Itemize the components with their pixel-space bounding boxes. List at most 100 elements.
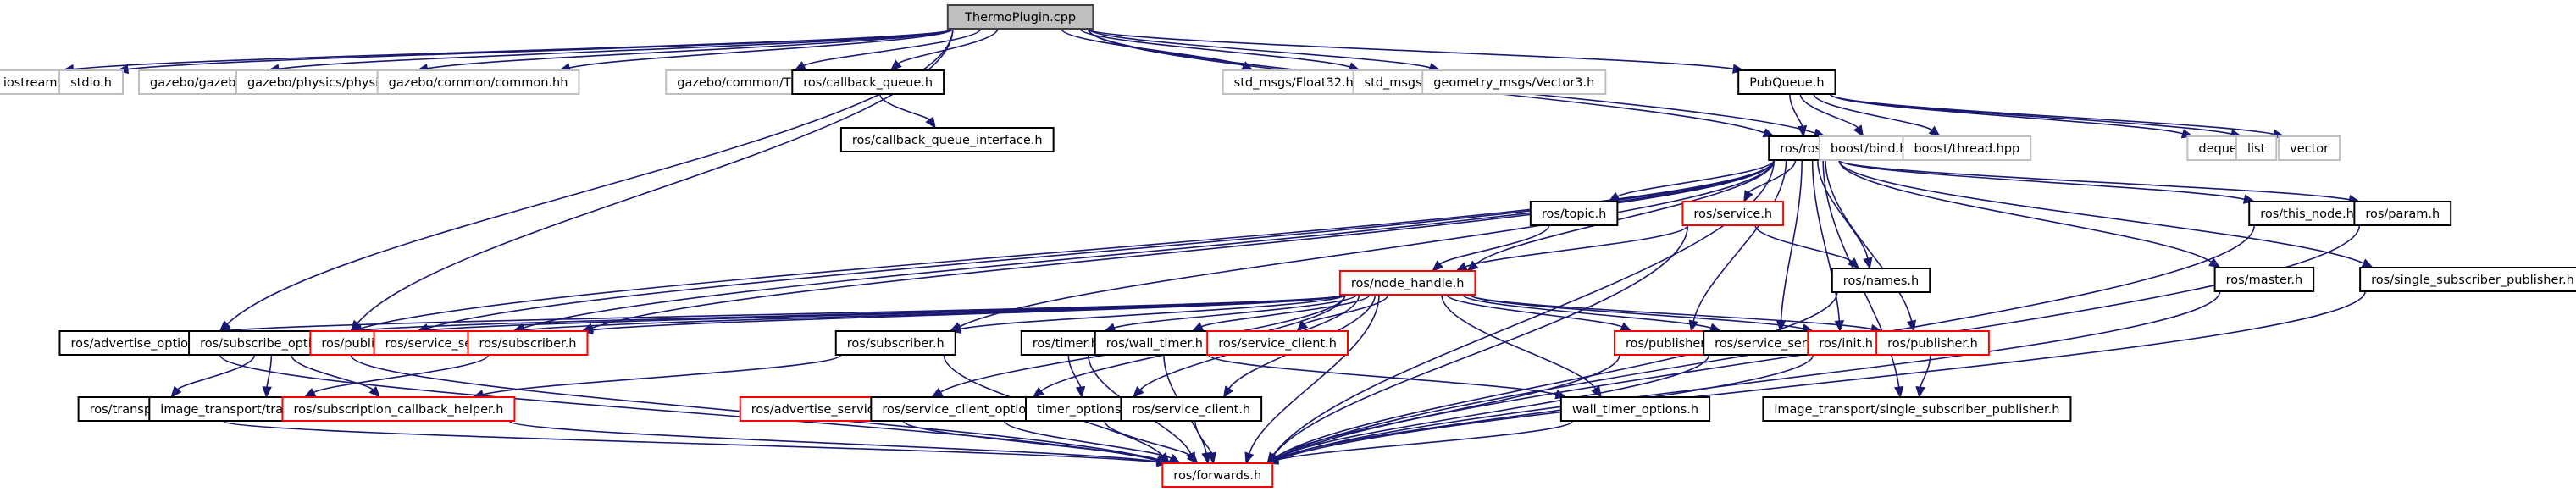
- edge-root-to-stdio: [127, 28, 954, 70]
- arrowhead-icon: [1863, 257, 1873, 270]
- edge-subopts-to-transhints: [177, 354, 256, 390]
- edge-rosh-to-sub2: [959, 159, 1776, 328]
- graph-node-master[interactable]: ros/master.h: [2213, 267, 2315, 292]
- edge-rosh-to-srvserver1: [523, 159, 1776, 329]
- graph-node-sub2[interactable]: ros/subscriber.h: [834, 330, 956, 356]
- graph-node-init[interactable]: ros/init.h: [1807, 330, 1886, 356]
- edge-rosh-to-thisnode: [1838, 159, 2245, 201]
- edge-root-to-pubqueue: [1087, 28, 1734, 70]
- graph-node-srvclient1[interactable]: ros/service_client.h: [1206, 330, 1349, 356]
- node-label: ros/this_node.h: [2260, 207, 2354, 221]
- node-label: ros/timer.h: [1033, 337, 1099, 351]
- arrowhead-icon: [1906, 319, 1917, 333]
- arrowhead-icon: [889, 59, 902, 71]
- arrowhead-icon: [1893, 385, 1904, 399]
- edge-advopts-to-forwards: [219, 354, 1158, 462]
- edge-subcb-to-forwards: [508, 420, 1158, 463]
- graph-node-thread: boost/thread.hpp: [1902, 135, 2032, 161]
- edge-root-to-gazebo: [278, 28, 954, 70]
- node-box: [2235, 135, 2278, 161]
- graph-node-pub3[interactable]: ros/publisher.h: [1875, 330, 1990, 356]
- node-label: ros/callback_queue_interface.h: [852, 134, 1043, 147]
- node-box: [467, 330, 589, 356]
- graph-node-walltimeropts[interactable]: wall_timer_options.h: [1559, 396, 1711, 422]
- node-box: [1807, 330, 1886, 356]
- arrowhead-icon: [262, 386, 272, 399]
- graph-node-topic[interactable]: ros/topic.h: [1529, 201, 1619, 226]
- graph-node-root[interactable]: ThermoPlugin.cpp: [946, 4, 1094, 30]
- arrowhead-icon: [1191, 322, 1205, 332]
- graph-node-itssp[interactable]: image_transport/single_subscriber_publis…: [1762, 396, 2072, 422]
- graph-node-stdio: stdio.h: [58, 69, 124, 95]
- edge-rosh-to-ssp: [1838, 159, 2364, 264]
- graph-node-pubqueue[interactable]: PubQueue.h: [1737, 69, 1836, 95]
- edge-sub2-to-subcb: [482, 354, 842, 395]
- graph-node-nodehandle[interactable]: ros/node_handle.h: [1338, 270, 1476, 296]
- graph-node-float32: std_msgs/Float32.h: [1222, 69, 1366, 95]
- node-box: [2278, 135, 2341, 161]
- node-box: [1421, 69, 1607, 95]
- edge-pub3-to-itssp: [1920, 354, 1931, 388]
- edge-init-to-forwards: [1276, 354, 1814, 460]
- node-box: [1529, 201, 1619, 226]
- graph-node-subcb[interactable]: ros/subscription_callback_helper.h: [281, 396, 516, 422]
- edge-root-to-vector3: [1087, 28, 1431, 69]
- graph-node-cbqi[interactable]: ros/callback_queue_interface.h: [839, 127, 1055, 152]
- edge-rosh-to-sub1: [591, 159, 1776, 329]
- edge-nodehandle-to-forwards: [1249, 294, 1380, 454]
- graph-node-ssp[interactable]: ros/single_subscriber_publisher.h: [2359, 267, 2576, 292]
- node-label: vector: [2290, 142, 2329, 156]
- edge-pub2-to-forwards: [1275, 354, 1620, 458]
- edge-timer-to-timeropts: [1067, 354, 1082, 388]
- arrowhead-icon: [1619, 322, 1632, 332]
- node-box: [791, 69, 945, 95]
- node-box: [2213, 267, 2315, 292]
- edge-sub1-to-ithints: [313, 354, 490, 394]
- graph-node-walltimer[interactable]: ros/wall_timer.h: [1094, 330, 1215, 356]
- edge-service-to-names: [1754, 224, 1853, 263]
- graph-node-forwards[interactable]: ros/forwards.h: [1161, 462, 1274, 488]
- node-box: [281, 396, 516, 422]
- node-box: [1206, 330, 1349, 356]
- arrowhead-icon: [1296, 320, 1309, 332]
- node-box: [1902, 135, 2032, 161]
- node-box: [1161, 462, 1274, 488]
- node-label: gazebo/physics/physics.hh: [247, 76, 412, 90]
- graph-node-common: gazebo/common/common.hh: [376, 69, 580, 95]
- edge-transhints-to-forwards: [222, 420, 1158, 463]
- graph-node-thisnode[interactable]: ros/this_node.h: [2248, 201, 2366, 226]
- edge-pubqueue-to-vector: [1829, 93, 2274, 135]
- edge-rosh-to-master: [1838, 159, 2213, 263]
- graph-node-iostream: iostream: [0, 69, 69, 95]
- node-label: boost/bind.hpp: [1831, 142, 1923, 156]
- edge-pubqueue-to-list: [1829, 93, 2232, 135]
- node-label: PubQueue.h: [1749, 76, 1824, 90]
- graph-node-service[interactable]: ros/service.h: [1681, 201, 1785, 226]
- edge-rosh-to-nodehandle: [1474, 159, 1776, 265]
- edge-nodehandle-to-timer: [1114, 294, 1357, 329]
- node-box: [1737, 69, 1836, 95]
- arrowhead-icon: [1853, 124, 1864, 138]
- node-label: ros/single_subscriber_publisher.h: [2371, 274, 2574, 287]
- node-box: [2248, 201, 2366, 226]
- graph-node-names[interactable]: ros/names.h: [1831, 268, 1931, 293]
- node-label: ros/subscriber.h: [847, 337, 945, 351]
- arrowhead-icon: [1032, 386, 1044, 398]
- node-label: ros/subscriber.h: [479, 337, 576, 351]
- node-box: [834, 330, 956, 356]
- edge-names-to-forwards: [1275, 291, 1838, 458]
- edge-subopts-to-forwards: [350, 354, 1159, 462]
- graph-node-srvclient2[interactable]: ros/service_client.h: [1120, 396, 1263, 422]
- node-label: geometry_msgs/Vector3.h: [1433, 76, 1594, 90]
- edge-root-to-physics: [427, 28, 954, 69]
- graph-node-cbq[interactable]: ros/callback_queue.h: [791, 69, 945, 95]
- node-box: [376, 69, 580, 95]
- edge-root-to-cbq: [898, 28, 999, 64]
- edge-ssp-to-forwards: [1277, 290, 2366, 461]
- graph-node-sub1[interactable]: ros/subscriber.h: [467, 330, 589, 356]
- edge-service-to-nodehandle: [1465, 224, 1689, 268]
- graph-node-param[interactable]: ros/param.h: [2353, 201, 2452, 226]
- node-label: list: [2247, 142, 2266, 156]
- node-label: ros/forwards.h: [1173, 469, 1261, 483]
- edge-walltimeropts-to-forwards: [1277, 420, 1574, 462]
